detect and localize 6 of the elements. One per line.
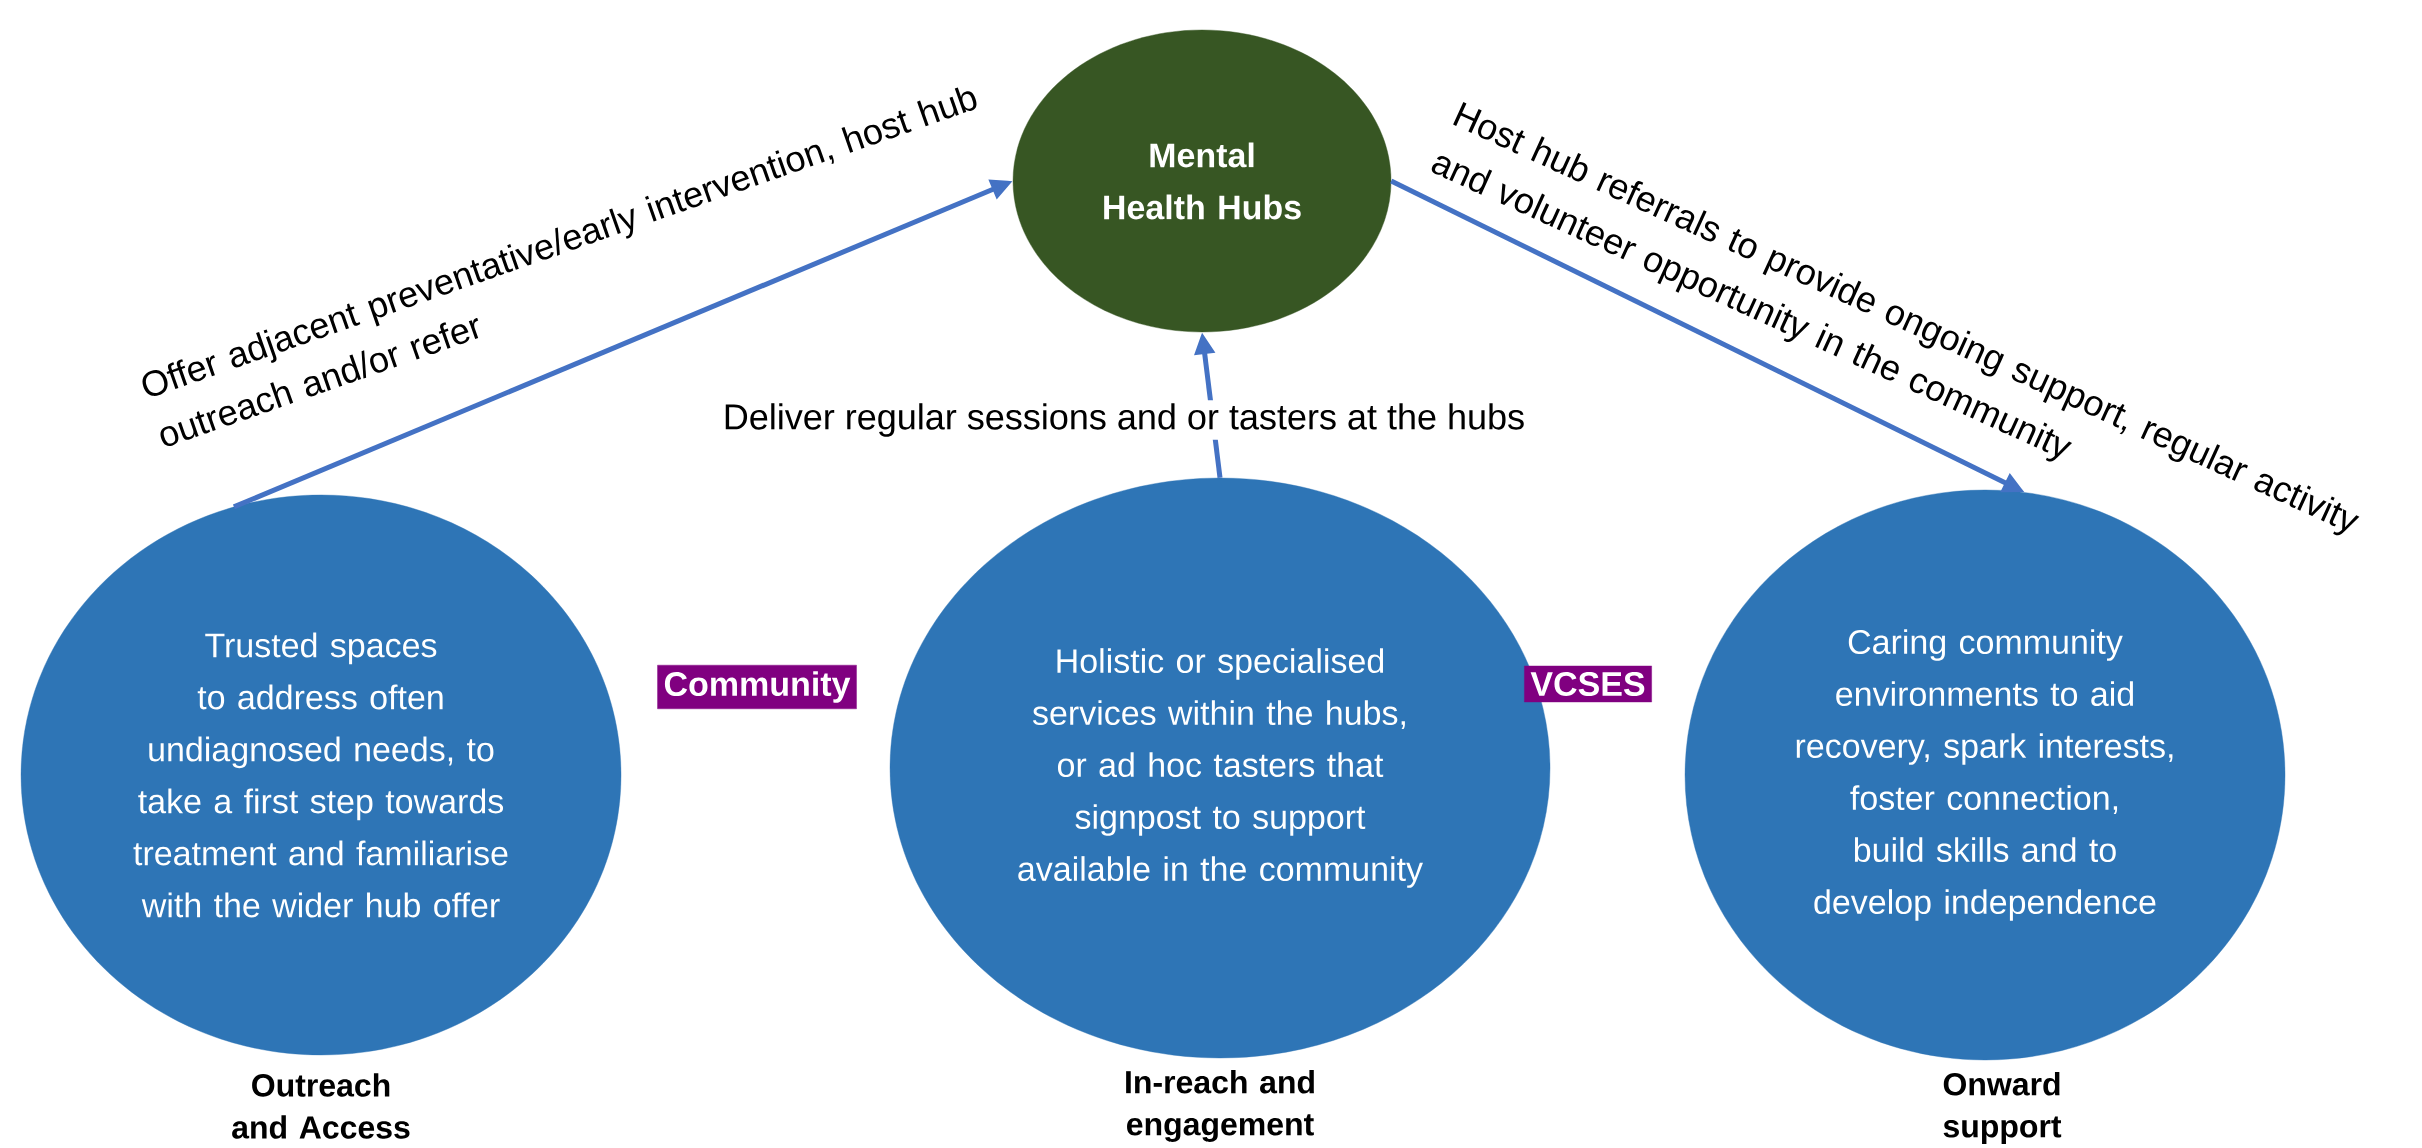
edge-label: Deliver regular sessions and or tasters at the hubs	[719, 400, 1529, 440]
tag-box: Community	[657, 664, 857, 710]
stage-label: Outreach and Access	[232, 1073, 410, 1139]
stage-label: Onward support	[1943, 1072, 2062, 1144]
stage-label: In-reach and engagement	[1126, 1070, 1314, 1142]
tag-box: VCSES	[1524, 665, 1652, 703]
